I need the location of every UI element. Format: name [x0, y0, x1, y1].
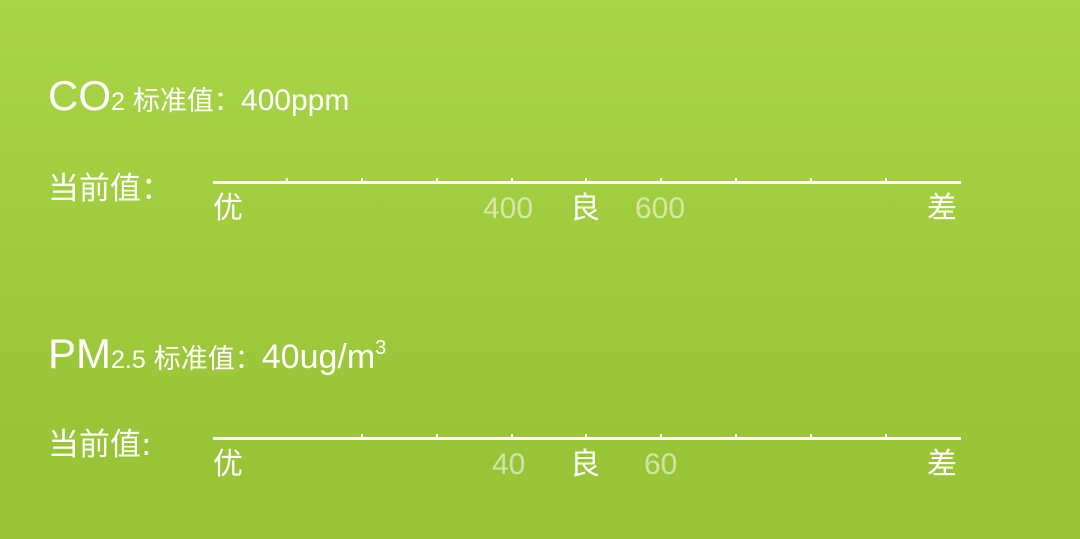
pm25-grade-good: 优	[213, 447, 243, 482]
pm25-grade-poor: 差	[927, 447, 957, 482]
co2-grade-medium: 良	[570, 191, 600, 226]
co2-tick	[286, 178, 288, 184]
pm25-grade-medium: 良	[570, 447, 600, 482]
pm25-tick	[885, 434, 887, 440]
co2-tick	[735, 178, 737, 184]
pm25-tick	[436, 434, 438, 440]
pm25-threshold-high: 60	[644, 448, 678, 481]
pm25-tick	[735, 434, 737, 440]
pm25-tick	[585, 434, 587, 440]
co2-tick	[810, 178, 812, 184]
pm25-scale: 优 40 良 60 差	[213, 434, 961, 494]
co2-subscript: 2	[111, 88, 125, 116]
co2-tick	[660, 178, 662, 184]
pm25-threshold-low: 40	[492, 448, 526, 481]
pm25-standard-label: 标准值：	[153, 344, 262, 375]
co2-tick	[885, 178, 887, 184]
pm25-standard-value: 40ug/m	[261, 338, 376, 376]
pm25-superscript: 3	[375, 337, 387, 359]
co2-gas-name: CO	[48, 72, 111, 119]
pm25-tick	[511, 434, 513, 440]
pm25-tick	[361, 434, 363, 440]
co2-standard-value: 400ppm	[240, 84, 350, 117]
pm25-gas-name: PM	[48, 330, 111, 377]
co2-grade-good: 优	[213, 191, 243, 226]
pm25-subscript: 2.5	[111, 346, 146, 374]
co2-tick	[361, 178, 363, 184]
co2-grade-poor: 差	[927, 191, 957, 226]
co2-standard-label: 标准值：	[132, 86, 241, 117]
co2-threshold-low: 400	[483, 192, 534, 225]
co2-tick	[585, 178, 587, 184]
co2-current-label: 当前值：	[48, 171, 172, 207]
pm25-scale-line	[213, 437, 961, 440]
co2-scale: 优 400 良 600 差	[213, 178, 961, 238]
co2-tick	[511, 178, 513, 184]
co2-tick	[436, 178, 438, 184]
co2-threshold-high: 600	[635, 192, 686, 225]
co2-scale-line	[213, 181, 961, 184]
pm25-tick	[660, 434, 662, 440]
pm25-tick	[810, 434, 812, 440]
pm25-current-label: 当前值:	[48, 427, 152, 463]
